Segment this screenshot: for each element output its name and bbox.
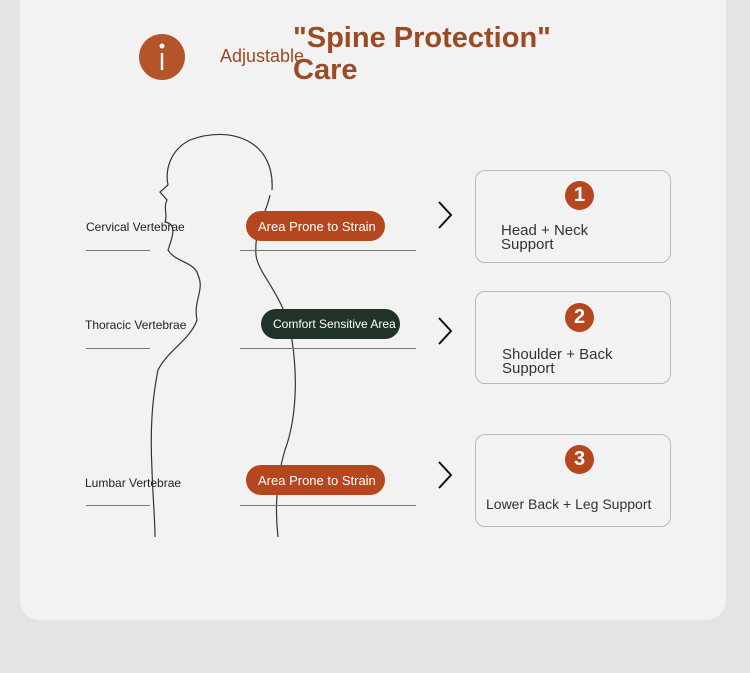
divider-line xyxy=(240,505,416,506)
divider-line xyxy=(86,505,150,506)
support-label: Lower Back + Leg Support xyxy=(486,496,652,512)
strain-pill-lumbar: Area Prone to Strain xyxy=(246,465,385,495)
support-box-2: 2 Shoulder + Back Support xyxy=(475,291,671,384)
chevron-right-icon xyxy=(438,201,453,229)
support-label: Head + Neck Support xyxy=(501,222,589,253)
support-box-3: 3 Lower Back + Leg Support xyxy=(475,434,671,527)
support-label: Shoulder + Back Support xyxy=(502,346,613,377)
vertebra-label-lumbar: Lumbar Vertebrae xyxy=(85,476,182,490)
step-number: 3 xyxy=(565,445,594,474)
step-number: 2 xyxy=(565,303,594,332)
support-box-1: 1 Head + Neck Support xyxy=(475,170,671,263)
divider-line xyxy=(240,250,416,251)
comfort-pill-thoracic: Comfort Sensitive Area xyxy=(261,309,400,339)
strain-pill-cervical: Area Prone to Strain xyxy=(246,211,385,241)
vertebra-label-thoracic: Thoracic Vertebrae xyxy=(85,318,187,332)
chevron-right-icon xyxy=(438,317,453,345)
step-number: 1 xyxy=(565,181,594,210)
vertebra-label-cervical: Cervical Vertebrae xyxy=(86,220,185,234)
header-prefix: Adjustable xyxy=(220,46,305,66)
info-icon xyxy=(139,34,185,80)
divider-line xyxy=(86,250,150,251)
page-title: "Spine Protection" Care xyxy=(293,22,551,86)
divider-line xyxy=(86,348,150,349)
divider-line xyxy=(240,348,416,349)
chevron-right-icon xyxy=(438,461,453,489)
